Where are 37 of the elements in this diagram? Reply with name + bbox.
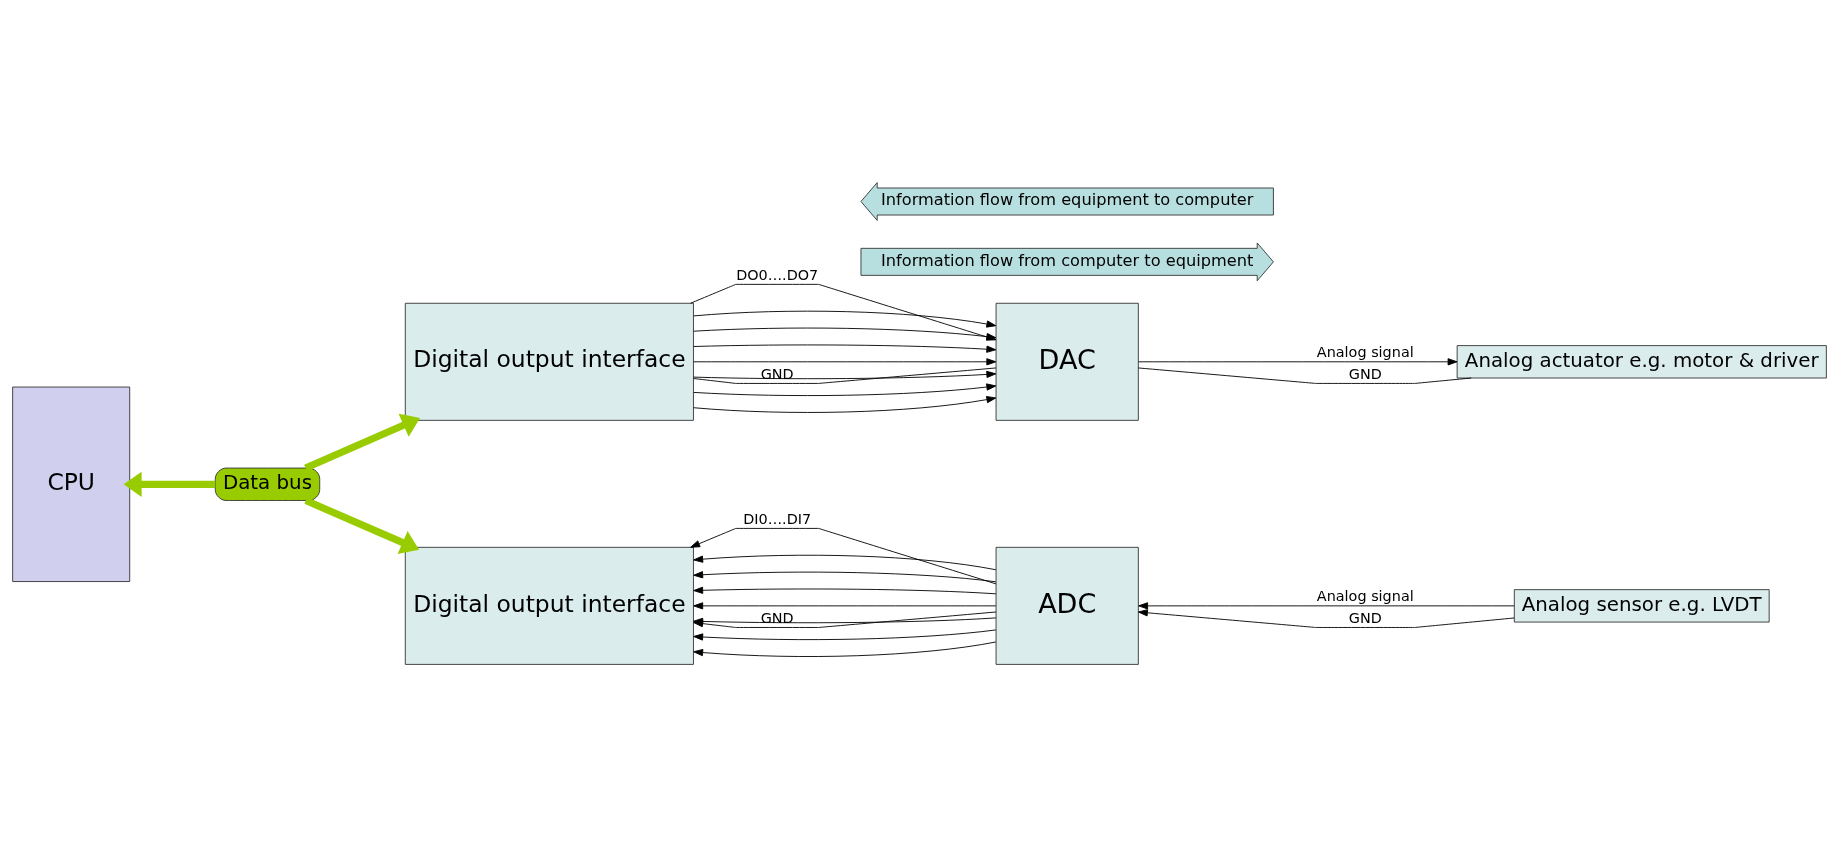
edge-label: DI0….DI7 xyxy=(743,510,812,527)
arrow xyxy=(693,310,997,328)
node-box: CPU xyxy=(12,386,131,582)
arrow xyxy=(693,641,997,657)
arrow xyxy=(693,344,997,353)
arrow xyxy=(693,554,997,570)
arrow xyxy=(1138,357,1458,365)
node-box: Digital output interface xyxy=(404,546,694,665)
arrow xyxy=(690,527,997,584)
edge-label: GND xyxy=(1348,609,1382,626)
arrow xyxy=(693,370,997,379)
edge-label: DO0….DO7 xyxy=(736,266,819,283)
arrow xyxy=(693,357,997,365)
edge-label: Analog signal xyxy=(1316,587,1414,604)
edge-label: GND xyxy=(760,365,794,382)
edge-label: GND xyxy=(760,609,794,626)
edge-label: Analog signal xyxy=(1316,343,1414,360)
node-box: Analog sensor e.g. LVDT xyxy=(1513,588,1770,623)
connector xyxy=(693,367,997,384)
node-box: Data bus xyxy=(214,467,321,501)
arrow xyxy=(693,586,997,594)
node-box: Digital output interface xyxy=(404,302,694,421)
arrow xyxy=(693,395,997,413)
node-box: DAC xyxy=(995,302,1139,421)
arrow xyxy=(123,471,216,497)
arrow xyxy=(693,628,997,641)
arrow xyxy=(693,570,997,582)
arrow xyxy=(693,382,997,396)
arrow xyxy=(1137,608,1515,628)
node-box: ADC xyxy=(995,546,1139,665)
node-box: Analog actuator e.g. motor & driver xyxy=(1456,344,1827,378)
arrow xyxy=(304,496,420,554)
connector xyxy=(1137,367,1472,384)
arrow xyxy=(304,413,421,471)
arrow xyxy=(1138,601,1515,609)
edge-label: GND xyxy=(1348,365,1382,382)
arrow xyxy=(693,601,997,609)
